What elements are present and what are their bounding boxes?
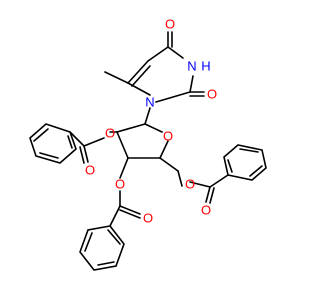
bond [147, 46, 169, 62]
oxygen-label-ring-carbonyl-top: O [165, 17, 175, 32]
nitrogen-label-nh: N [187, 59, 196, 74]
bond [84, 232, 93, 252]
oxygen-label-ester-bottom: O [115, 177, 125, 192]
bond [33, 128, 49, 142]
bond [144, 123, 163, 133]
molecule-diagram: O N H O N O O O O O O O [29, 17, 267, 271]
bond [39, 152, 59, 159]
bond [119, 209, 141, 219]
oxygen-label-ring: O [163, 129, 173, 144]
benzene-ring [79, 225, 125, 271]
oxygen-label-carbonyl-bottom: O [143, 211, 153, 226]
bond [159, 140, 169, 159]
benzoyl-right [189, 144, 267, 204]
benzene-ring [223, 144, 267, 181]
ribose-ring [109, 107, 183, 187]
bond [239, 148, 259, 153]
bond [249, 165, 263, 177]
bond [155, 91, 191, 103]
bond [127, 82, 151, 96]
bond [83, 137, 105, 147]
bond [209, 174, 229, 188]
benzoyl-bottom [79, 190, 141, 271]
atom-labels: O N H O N O O O O O O O [85, 17, 217, 226]
bond [67, 135, 73, 149]
molecule-canvas: O N H O N O O O O O O O [29, 17, 267, 271]
bond [83, 145, 89, 163]
bond [159, 157, 179, 172]
bond [119, 157, 129, 179]
bond [189, 75, 194, 93]
bond [189, 181, 211, 188]
oxygen-label-ester-right: O [185, 177, 195, 192]
bond [104, 71, 129, 84]
oxygen-label-carbonyl-left: O [85, 163, 95, 178]
bond [227, 159, 233, 173]
bond [109, 205, 121, 227]
bond [209, 187, 215, 204]
bond [97, 261, 115, 266]
benzoyl-left [29, 123, 105, 164]
bond [119, 205, 141, 215]
bond [131, 65, 151, 87]
oxygen-label-carbonyl-right: O [201, 203, 211, 218]
hydrogen-label-nh: H [201, 59, 210, 74]
bond [144, 107, 151, 125]
oxygen-label-ester-left: O [105, 126, 115, 141]
bond [177, 170, 183, 187]
bond [69, 131, 85, 147]
bond [205, 186, 211, 203]
bond [79, 146, 85, 164]
oxygen-label-ring-carbonyl-right: O [207, 87, 217, 102]
bond [167, 46, 184, 59]
bond [107, 229, 121, 245]
benzene-ring [29, 123, 77, 164]
bond [116, 131, 129, 159]
nitrogen-label-n1: N [145, 95, 154, 110]
bond [127, 60, 149, 84]
pyrimidine-ring [104, 31, 205, 103]
bond [116, 123, 146, 133]
